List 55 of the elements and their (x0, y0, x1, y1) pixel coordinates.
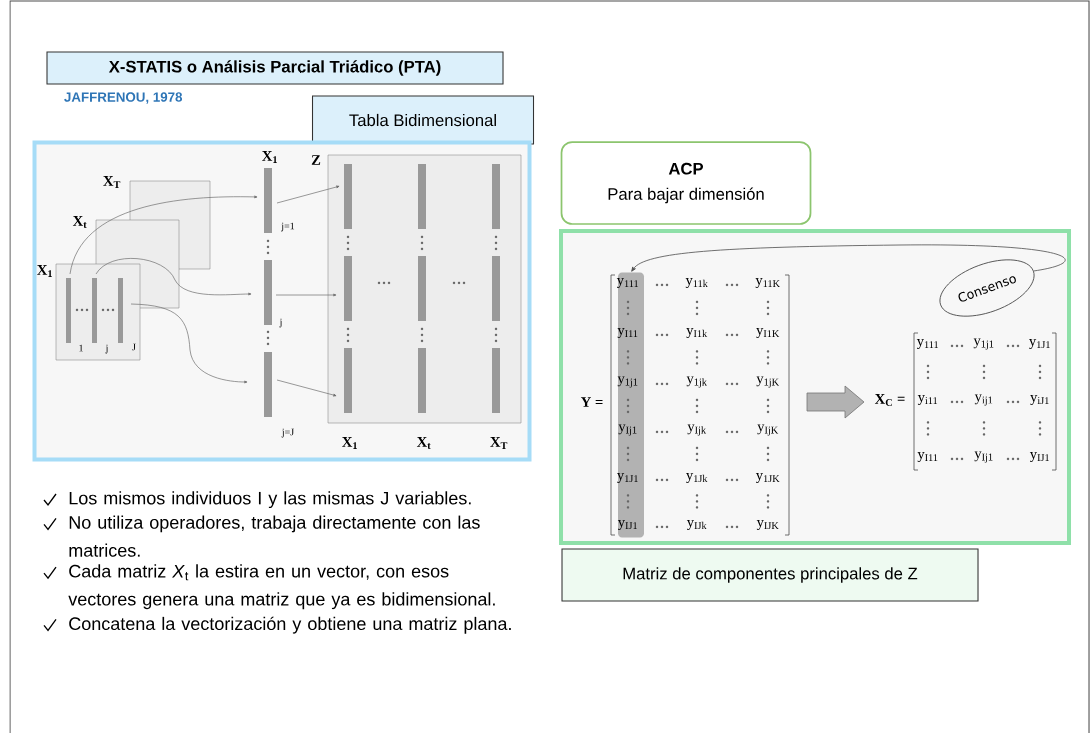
arrow (631, 244, 1066, 272)
label-box: Tabla Bidimensional (311, 95, 535, 145)
matrix-entry: y$_{1J1}$ (1029, 339, 1050, 349)
matrix-entry: y$_{Ij1}$ (974, 451, 993, 463)
matrix-label: X$_{t}$ (72, 216, 87, 228)
bullet-text: Concatena la vectorización y obtiene una matriz plana. (69, 616, 511, 634)
matrix-entry: y$_{IJ1}$ (1029, 452, 1049, 462)
matrix-label: X$_{t}$ (416, 437, 431, 449)
matrix-entry: y$_{1jk}$ (686, 376, 707, 388)
column-index: j (105, 344, 108, 354)
matrix-entry: y$_{I11}$ (617, 328, 638, 338)
bullet-text: No utiliza operadores, trabaja directamente con las matrices. (69, 515, 480, 557)
matrix-entry: y$_{I1K}$ (756, 328, 780, 338)
matrix-entry: y$_{i11}$ (917, 395, 938, 405)
column-index: J (132, 343, 136, 351)
matrix-entry: y$_{I1k}$ (686, 328, 708, 338)
matrix-entry: y$_{IJ1}$ (617, 520, 637, 530)
matrix-entry: y$_{IjK}$ (757, 424, 779, 436)
matrix-label: X$_{T}$ (103, 176, 121, 188)
matrix-entry: y$_{1j1}$ (973, 338, 994, 350)
matrix-entry: y$_{I11}$ (917, 452, 938, 462)
matrix-entry: y$_{1j1}$ (617, 376, 638, 388)
matrix-entry: y$_{111}$ (616, 278, 639, 288)
matrix-label: X$_{1}$ (262, 151, 277, 163)
matrix-entry: y$_{IJk}$ (686, 520, 707, 530)
matrix-entry: y$_{11K}$ (755, 278, 780, 288)
author-citation: JAFFRENOU, 1978 (64, 92, 183, 104)
matrix-label: X$_{1}$ (342, 437, 357, 449)
matrix-entry: y$_{IJK}$ (756, 520, 779, 530)
matrix-entry: y$_{ij1}$ (974, 394, 993, 406)
matrix-entry: y$_{1Jk}$ (686, 473, 708, 483)
rounded-box: ACP Para bajar dimensión (560, 141, 812, 225)
matrix-label: X$_{T}$ (490, 437, 508, 449)
highlighted-column (618, 272, 644, 538)
column-index: 1 (79, 344, 83, 352)
matrix-entry: y$_{Ijk}$ (687, 424, 707, 436)
bullet-text: Cada matriz X$_{t}$ la estira en un vector, con esos vectores genera una matriz que ya es bidimensional. (68, 564, 495, 610)
matrix-entry: y$_{11k}$ (685, 278, 708, 288)
matrix-entry: y$_{Ij1}$ (618, 424, 637, 436)
matrix-entry: y$_{iJ1}$ (1030, 395, 1049, 405)
matrix-entry: y$_{111}$ (916, 339, 939, 349)
equation-label: Y = (580, 397, 603, 407)
label-box: Matriz de componentes principales de Z (561, 548, 979, 602)
bullet-text: Los mismos individuos I y las mismas J variables. (69, 491, 471, 509)
figure-panel (559, 229, 1071, 545)
row-index: j=1 (281, 222, 295, 232)
equation-label: X$_{C}$ = (874, 394, 905, 406)
matrix-label: X$_{1}$ (37, 265, 52, 277)
title-box: X-STATIS o Análisis Parcial Triádico (PTA) (46, 51, 504, 85)
matrix-label: Z (311, 155, 321, 165)
matrix-entry: y$_{1jK}$ (756, 376, 779, 388)
matrix-entry: y$_{1JK}$ (755, 473, 780, 483)
row-index: j (279, 318, 282, 328)
row-index: j=J (281, 428, 294, 438)
matrix-entry: y$_{1J1}$ (617, 473, 638, 483)
